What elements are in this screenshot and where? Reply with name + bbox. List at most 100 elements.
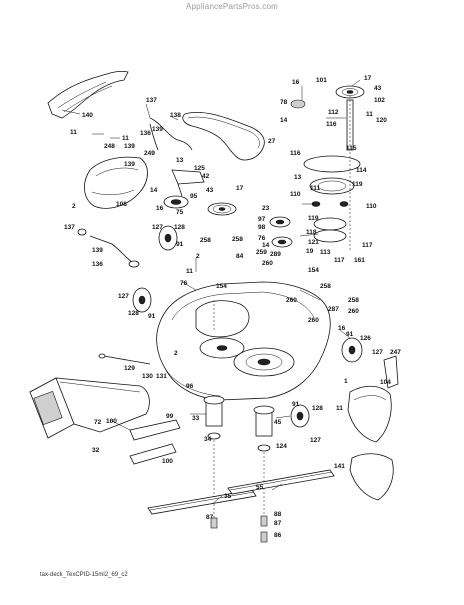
callout-label: 137: [146, 97, 157, 104]
callout-label: 88: [274, 511, 282, 518]
spindle-right: [253, 405, 275, 520]
callout-label: 289: [270, 251, 281, 258]
callout-label: 100: [106, 418, 117, 425]
callout-label: 125: [194, 165, 205, 172]
callout-label: 247: [390, 349, 401, 356]
callout-label: 119: [352, 181, 363, 188]
callout-label: 78: [280, 99, 288, 106]
callout-label: 260: [262, 260, 273, 267]
callout-label: 161: [354, 257, 365, 264]
callout-label: 97: [258, 216, 266, 223]
callout-label: 141: [334, 463, 345, 470]
callout-label: 87: [206, 514, 214, 521]
discharge-chute-part: [29, 377, 150, 439]
callout-label: 23: [262, 205, 270, 212]
callout-label: 114: [356, 167, 367, 174]
callout-label: 139: [124, 161, 135, 168]
callout-label: 17: [236, 185, 244, 192]
callout-label: 2: [196, 253, 200, 260]
spindle-pulley-stack: [290, 96, 361, 250]
callout-label: 260: [286, 297, 297, 304]
callout-label: 260: [348, 308, 359, 315]
right-deflector-part: [347, 385, 394, 501]
callout-label: 86: [274, 532, 282, 539]
callout-label: 137: [64, 224, 75, 231]
blade-right: [227, 469, 335, 495]
left-shield-part: [84, 156, 148, 209]
callout-label: 117: [334, 257, 345, 264]
callout-label: 13: [294, 174, 302, 181]
drive-belt-part: [182, 112, 265, 161]
gauge-wheel-left-upper: [158, 225, 178, 251]
callout-label: 131: [156, 373, 167, 380]
callout-label: 128: [128, 310, 139, 317]
callout-label: 111: [310, 185, 321, 192]
gauge-wheel-right: [341, 337, 363, 363]
callout-label: 110: [290, 191, 301, 198]
callout-label: 113: [320, 249, 331, 256]
callout-label: 127: [372, 349, 383, 356]
callout-label: 127: [152, 224, 163, 231]
callout-label: 2: [174, 350, 178, 357]
blade-bolts: [210, 515, 268, 543]
idler-bracket-part: [171, 169, 205, 197]
callout-label: 91: [148, 313, 156, 320]
callout-label: 14: [280, 117, 288, 124]
callout-label: 35: [224, 493, 232, 500]
callout-label: 91: [176, 241, 184, 248]
callout-label: 1: [344, 378, 348, 385]
callout-label: 32: [92, 447, 100, 454]
mower-deck-housing: [156, 281, 331, 401]
callout-label: 16: [156, 205, 164, 212]
callout-label: 126: [360, 335, 371, 342]
callout-label: 128: [174, 224, 185, 231]
callout-label: 75: [176, 209, 184, 216]
callout-label: 130: [142, 373, 153, 380]
callout-label: 101: [316, 77, 327, 84]
rod-part: [98, 353, 151, 365]
callout-label: 110: [366, 203, 377, 210]
callout-label: 45: [274, 419, 282, 426]
callout-label: 95: [190, 193, 198, 200]
gauge-wheel-left-lower: [132, 287, 152, 313]
callout-label: 127: [310, 437, 321, 444]
callout-label: 72: [94, 419, 102, 426]
callout-label: 104: [380, 379, 391, 386]
callout-label: 84: [236, 253, 244, 260]
callout-label: 154: [308, 267, 319, 274]
callout-label: 16: [338, 325, 346, 332]
callout-label: 287: [328, 306, 339, 313]
callout-label: 115: [346, 145, 357, 152]
callout-label: 14: [262, 242, 270, 249]
callout-label: 11: [70, 129, 77, 136]
callout-label: 87: [274, 520, 282, 527]
callout-label: 154: [216, 283, 227, 290]
callout-label: 129: [124, 365, 135, 372]
callout-label: 136: [92, 261, 103, 268]
callout-label: 11: [336, 405, 343, 412]
callout-label: 140: [82, 112, 93, 119]
callout-label: 121: [308, 239, 319, 246]
callout-label: 116: [326, 121, 337, 128]
lower-bracket-part: [129, 419, 181, 465]
pulley-mid-right: [269, 216, 293, 248]
cable-part: [149, 117, 193, 151]
callout-label: 91: [346, 331, 354, 338]
callout-label: 33: [192, 415, 200, 422]
callout-label: 112: [328, 109, 339, 116]
callout-label: 14: [150, 187, 158, 194]
callout-label: 99: [166, 413, 174, 420]
callout-label: 258: [320, 283, 331, 290]
callout-label: 136: [140, 130, 151, 137]
callout-label: 11: [186, 268, 193, 275]
callout-label: 124: [276, 443, 287, 450]
pulley-left: [163, 195, 189, 209]
figure-caption: tax-deck_TexCPID-15ml2_69_c2: [40, 572, 128, 578]
callout-label: 2: [72, 203, 76, 210]
callout-label: 139: [152, 126, 163, 133]
callout-label: 98: [258, 224, 266, 231]
bracket-247: [383, 355, 399, 389]
lift-arm-part: [77, 228, 140, 268]
callout-label: 127: [118, 293, 129, 300]
